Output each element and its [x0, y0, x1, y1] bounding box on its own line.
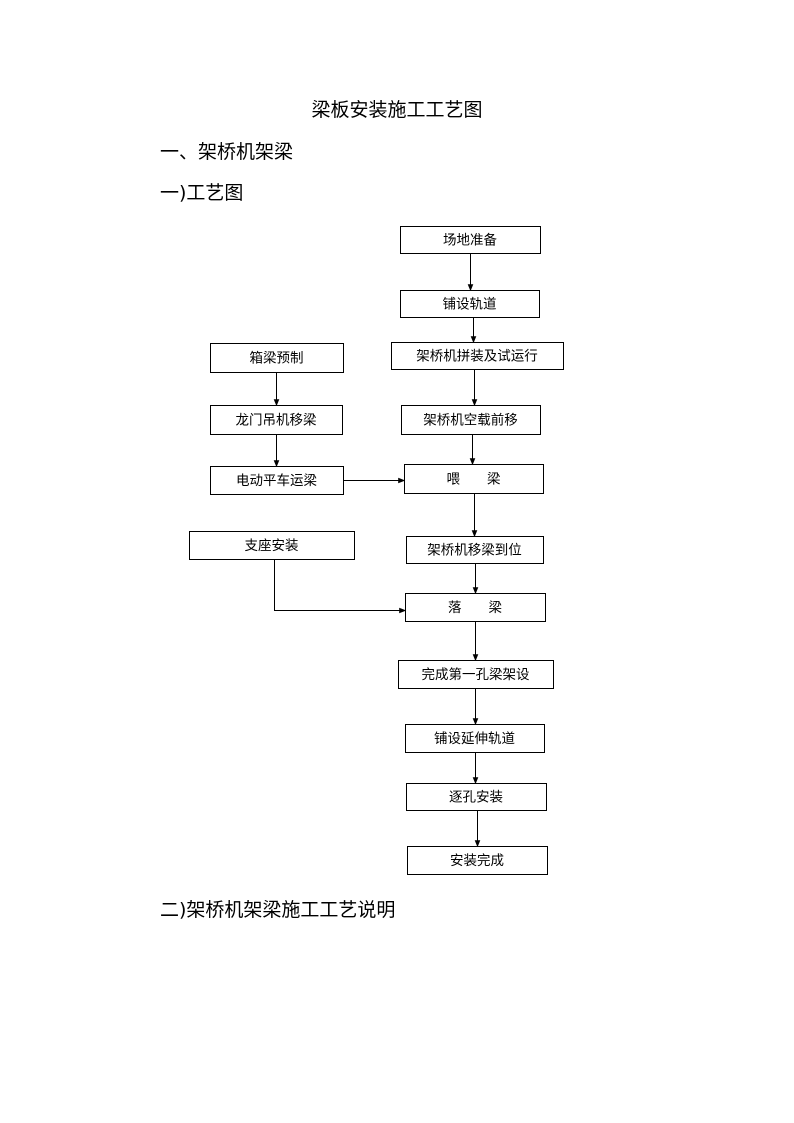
flow-node-label: 场地准备 — [443, 232, 497, 249]
flow-node-label: 架桥机拼装及试运行 — [416, 349, 538, 365]
flow-node-n6: 架桥机移梁到位 — [406, 536, 544, 564]
page-title: 梁板安装施工工艺图 — [311, 99, 483, 121]
flow-node-label: 电动平车运梁 — [236, 472, 317, 489]
flow-node-box — [400, 290, 540, 318]
flow-node-n5: 喂 梁 — [404, 464, 544, 494]
flow-node-n11: 安装完成 — [407, 846, 548, 875]
flow-node-n8: 完成第一孔梁架设 — [398, 660, 554, 689]
flow-node-label: 架桥机空载前移 — [423, 412, 518, 429]
flow-node-label: 箱梁预制 — [250, 351, 304, 367]
flow-node-l3: 电动平车运梁 — [210, 466, 344, 495]
flow-node-label: 架桥机移梁到位 — [427, 543, 522, 559]
flow-node-box — [210, 343, 344, 373]
flow-node-label: 支座安装 — [245, 538, 299, 554]
flow-node-label: 喂 梁 — [447, 472, 501, 488]
flow-node-box — [210, 466, 344, 495]
flow-node-l4: 支座安装 — [189, 531, 355, 560]
flow-node-n9: 铺设延伸轨道 — [405, 724, 545, 753]
flow-node-box — [406, 783, 547, 811]
flow-node-box — [210, 405, 343, 435]
flow-node-l1: 箱梁预制 — [210, 343, 344, 373]
flow-node-label: 龙门吊机移梁 — [236, 413, 317, 429]
flow-node-label: 安装完成 — [450, 853, 504, 869]
section-heading: 一、架桥机架梁 — [160, 141, 294, 163]
flow-node-label: 铺设轨道 — [443, 297, 497, 313]
flow-node-box — [391, 342, 564, 370]
flow-node-label: 逐孔安装 — [449, 790, 503, 806]
flow-node-n1: 场地准备 — [400, 226, 541, 254]
flow-node-box — [405, 724, 545, 753]
flow-node-box — [407, 846, 548, 875]
flow-node-n7: 落 梁 — [405, 593, 546, 622]
flow-node-label: 落 梁 — [448, 600, 502, 616]
subsection-heading-process-diagram: 一)工艺图 — [160, 182, 244, 204]
flow-node-n2: 铺设轨道 — [400, 290, 540, 318]
flow-node-n4: 架桥机空载前移 — [401, 405, 541, 435]
flow-node-box — [189, 531, 355, 560]
flow-node-l2: 龙门吊机移梁 — [210, 405, 343, 435]
flow-node-box — [404, 464, 544, 494]
flow-node-n10: 逐孔安装 — [406, 783, 547, 811]
flow-node-box — [398, 660, 554, 689]
flow-node-box — [400, 226, 541, 254]
flow-node-label: 铺设延伸轨道 — [434, 731, 515, 747]
flow-node-box — [401, 405, 541, 435]
flow-node-box — [406, 536, 544, 564]
flow-node-n3: 架桥机拼装及试运行 — [391, 342, 564, 370]
flow-node-label: 完成第一孔梁架设 — [422, 666, 530, 683]
flow-node-box — [405, 593, 546, 622]
flow-arrow-l4-to-n7 — [274, 559, 407, 614]
subsection-heading-process-description: 二)架桥机架梁施工工艺说明 — [160, 899, 396, 921]
flowchart-connectors — [273, 253, 481, 848]
